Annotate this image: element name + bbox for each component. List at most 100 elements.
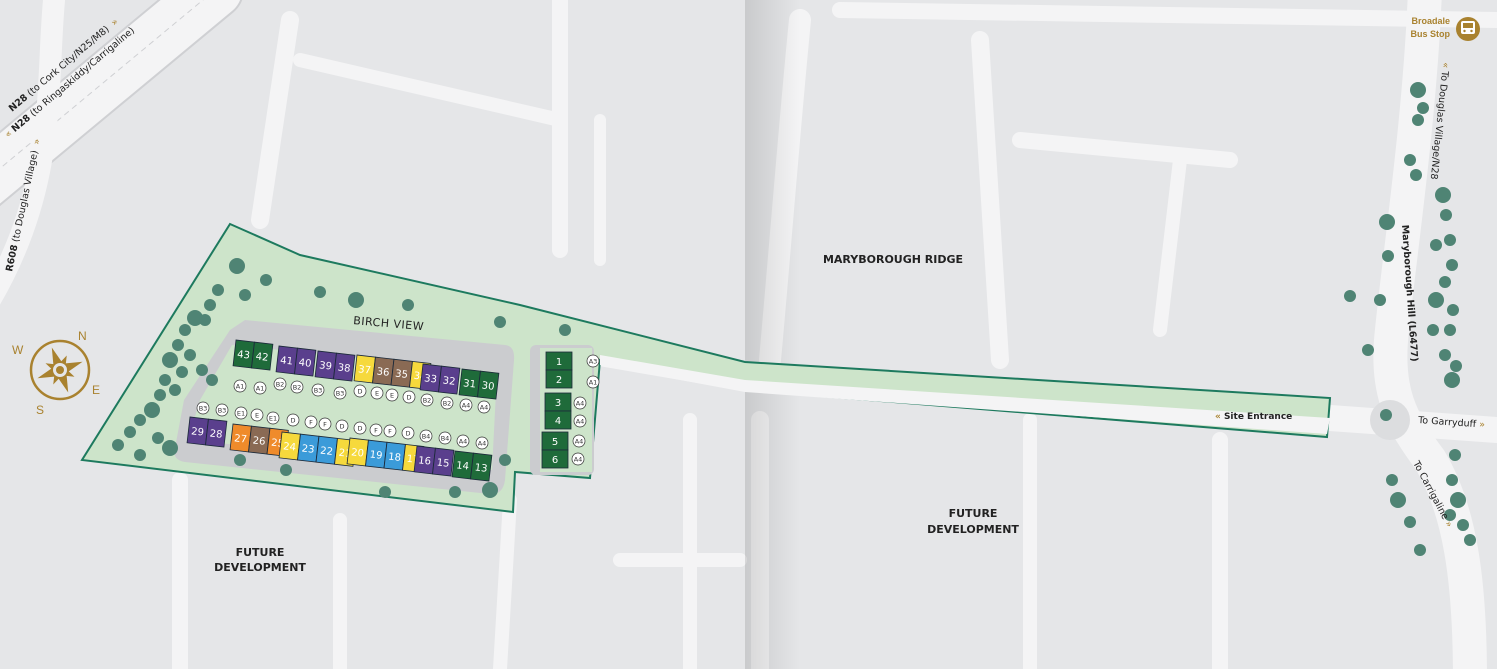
plot-type-marker: A4 [572, 434, 586, 448]
compass-s: S [36, 403, 44, 417]
plot-type-label: D [339, 422, 344, 430]
unit-30[interactable]: 30 [477, 370, 500, 400]
unit-15[interactable]: 15 [432, 447, 455, 477]
unit-26[interactable]: 26 [248, 425, 271, 455]
unit-41[interactable]: 41 [275, 345, 298, 375]
unit-number: 43 [237, 349, 251, 361]
tree-icon [1427, 324, 1439, 336]
tree-icon [1410, 82, 1426, 98]
unit-22[interactable]: 22 [315, 435, 338, 465]
unit-2[interactable]: 2 [545, 369, 573, 389]
unit-27[interactable]: 27 [229, 423, 252, 453]
plot-type-label: A1 [236, 382, 245, 390]
unit-23[interactable]: 23 [297, 433, 320, 463]
unit-14[interactable]: 14 [451, 450, 474, 480]
unit-number: 38 [337, 362, 351, 374]
unit-4[interactable]: 4 [544, 410, 572, 430]
unit-28[interactable]: 28 [205, 418, 228, 448]
unit-number: 30 [481, 380, 495, 392]
unit-20[interactable]: 20 [346, 437, 369, 467]
plot-type-label: A1 [589, 378, 598, 386]
unit-number: 32 [442, 375, 456, 387]
plot-type-label: B3 [336, 389, 345, 397]
unit-3[interactable]: 3 [544, 392, 572, 412]
tree-icon [1446, 474, 1458, 486]
unit-5[interactable]: 5 [541, 431, 569, 451]
plot-type-marker: E1 [234, 406, 248, 420]
unit-number: 23 [301, 443, 315, 455]
tree-icon [1444, 372, 1460, 388]
tree-icon [1450, 360, 1462, 372]
bus-stop: Broadale Bus Stop [1411, 16, 1480, 41]
plot-type-marker: A1 [233, 379, 247, 393]
unit-43[interactable]: 43 [232, 339, 255, 369]
plot-type-marker: B2 [290, 380, 304, 394]
plot-type-marker: E1 [266, 411, 280, 425]
unit-number: 4 [555, 416, 561, 427]
tree-icon [494, 316, 506, 328]
to-garryduff-label: To Garryduff » [1417, 415, 1486, 431]
unit-37[interactable]: 37 [353, 354, 376, 384]
unit-32[interactable]: 32 [438, 365, 461, 395]
plot-type-label: F [323, 420, 327, 428]
tree-icon [402, 299, 414, 311]
tree-icon [1428, 292, 1444, 308]
unit-42[interactable]: 42 [251, 341, 274, 371]
plot-type-marker: A4 [459, 398, 473, 412]
compass-w: W [12, 343, 24, 357]
tree-icon [187, 310, 203, 326]
future-development-left-line1: FUTURE [236, 546, 285, 559]
unit-16[interactable]: 16 [413, 445, 436, 475]
unit-36[interactable]: 36 [372, 356, 395, 386]
plot-type-label: A4 [462, 401, 471, 409]
plot-type-marker: F [369, 423, 383, 437]
unit-33[interactable]: 33 [419, 363, 442, 393]
plot-type-marker: F [383, 424, 397, 438]
unit-29[interactable]: 29 [186, 416, 209, 446]
tree-icon [1390, 492, 1406, 508]
tree-icon [1430, 239, 1442, 251]
tree-icon [134, 449, 146, 461]
tree-icon [152, 432, 164, 444]
plot-type-label: A4 [478, 439, 487, 447]
unit-number: 24 [283, 441, 297, 453]
unit-6[interactable]: 6 [541, 449, 569, 469]
unit-35[interactable]: 35 [390, 358, 413, 388]
plot-type-marker: B3 [215, 403, 229, 417]
plot-type-marker: B3 [311, 383, 325, 397]
unit-number: 39 [319, 360, 333, 372]
unit-block [251, 341, 274, 371]
unit-31[interactable]: 31 [458, 368, 481, 398]
tree-icon [314, 286, 326, 298]
unit-number: 36 [376, 366, 390, 378]
unit-13[interactable]: 13 [470, 452, 493, 482]
unit-number: 16 [418, 455, 432, 467]
compass-rose-icon: N E S W [12, 329, 100, 417]
tree-icon [206, 374, 218, 386]
tree-icon [1382, 250, 1394, 262]
unit-number: 1 [556, 357, 562, 368]
tree-icon [1447, 304, 1459, 316]
tree-icon [1404, 154, 1416, 166]
tree-icon [204, 299, 216, 311]
unit-number: 14 [456, 460, 470, 472]
tree-icon [1440, 209, 1452, 221]
plot-type-marker: A1 [253, 381, 267, 395]
unit-number: 18 [388, 452, 402, 464]
unit-19[interactable]: 19 [365, 439, 388, 469]
unit-18[interactable]: 18 [383, 441, 406, 471]
unit-40[interactable]: 40 [294, 347, 317, 377]
plot-type-marker: D [402, 390, 416, 404]
plot-type-marker: E [385, 388, 399, 402]
tree-icon [1380, 409, 1392, 421]
tree-icon [1450, 492, 1466, 508]
unit-number: 33 [424, 373, 438, 385]
unit-38[interactable]: 38 [333, 352, 356, 382]
unit-1[interactable]: 1 [545, 351, 573, 371]
unit-39[interactable]: 39 [314, 350, 337, 380]
bus-icon [1456, 17, 1480, 41]
unit-24[interactable]: 24 [278, 431, 301, 461]
unit-number: 6 [552, 455, 558, 466]
tree-icon [1414, 544, 1426, 556]
